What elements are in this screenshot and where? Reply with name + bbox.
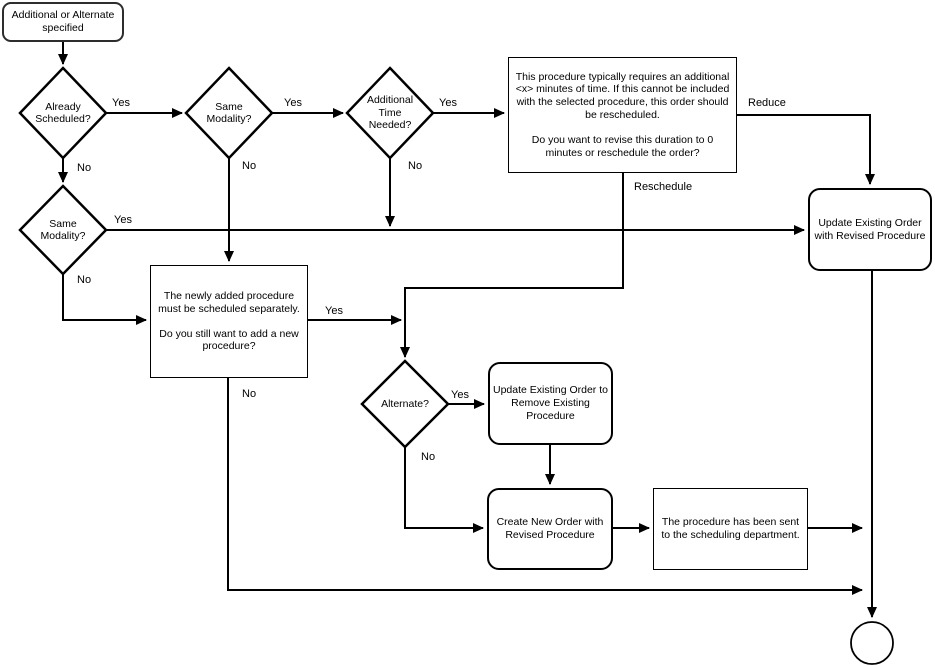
remove-existing-label: Update Existing Order to Remove Existing… (493, 384, 608, 422)
node-start: Additional or Alternate specified (2, 2, 124, 42)
label-newly-no: No (241, 388, 258, 400)
label-same-left-yes: Yes (113, 214, 133, 226)
node-update-existing-order: Update Existing Order with Revised Proce… (808, 188, 932, 271)
node-remove-existing: Update Existing Order to Remove Existing… (488, 362, 613, 445)
label-newly-yes: Yes (324, 305, 344, 317)
label-same-top-yes: Yes (283, 97, 303, 109)
node-newly-added-prompt: The newly added procedure must be schedu… (150, 265, 308, 378)
create-new-order-label: Create New Order with Revised Procedure (496, 516, 604, 541)
node-sent-notice: The procedure has been sent to the sched… (653, 488, 808, 570)
newly-added-text-2: Do you still want to add a new procedure… (159, 327, 299, 353)
edge-reschedule (400, 173, 624, 358)
alternate-label: Alternate? (381, 397, 429, 410)
duration-prompt-text-1: This procedure typically requires an add… (515, 70, 730, 121)
label-already-yes: Yes (111, 97, 131, 109)
edge-same-modality-left-no (62, 274, 147, 325)
diamond-already-scheduled (18, 66, 108, 160)
duration-prompt-text-2: Do you want to revise this duration to 0… (531, 133, 714, 159)
end-terminator (850, 621, 894, 665)
label-same-left-no: No (76, 274, 93, 286)
diamond-same-modality-top (184, 66, 274, 160)
label-alternate-no: No (420, 451, 437, 463)
update-existing-order-label: Update Existing Order with Revised Proce… (814, 216, 926, 242)
label-additional-yes: Yes (438, 97, 458, 109)
label-additional-no: No (407, 160, 424, 172)
diamond-additional-time (345, 66, 435, 160)
sent-notice-label: The procedure has been sent to the sched… (661, 516, 800, 541)
diamond-same-modality-left (18, 184, 108, 276)
node-duration-prompt: This procedure typically requires an add… (508, 57, 737, 173)
edge-reduce (737, 114, 875, 185)
additional-time-label: Additional Time Needed? (366, 94, 414, 132)
label-reschedule: Reschedule (633, 181, 694, 193)
label-reduce: Reduce (747, 97, 787, 109)
newly-added-text-1: The newly added procedure must be schedu… (158, 289, 300, 315)
label-same-top-no: No (241, 160, 258, 172)
edge-newly-added-no (227, 378, 863, 595)
edge-alternate-no (404, 447, 484, 533)
node-start-label: Additional or Alternate specified (11, 9, 115, 34)
label-already-no: No (76, 162, 93, 174)
diamond-alternate (360, 359, 450, 449)
same-modality-top-label: Same Modality? (206, 100, 252, 125)
same-modality-left-label: Same Modality? (40, 217, 86, 242)
already-scheduled-label: Already Scheduled? (35, 100, 91, 125)
label-alternate-yes: Yes (450, 389, 470, 401)
node-create-new-order: Create New Order with Revised Procedure (487, 488, 613, 570)
